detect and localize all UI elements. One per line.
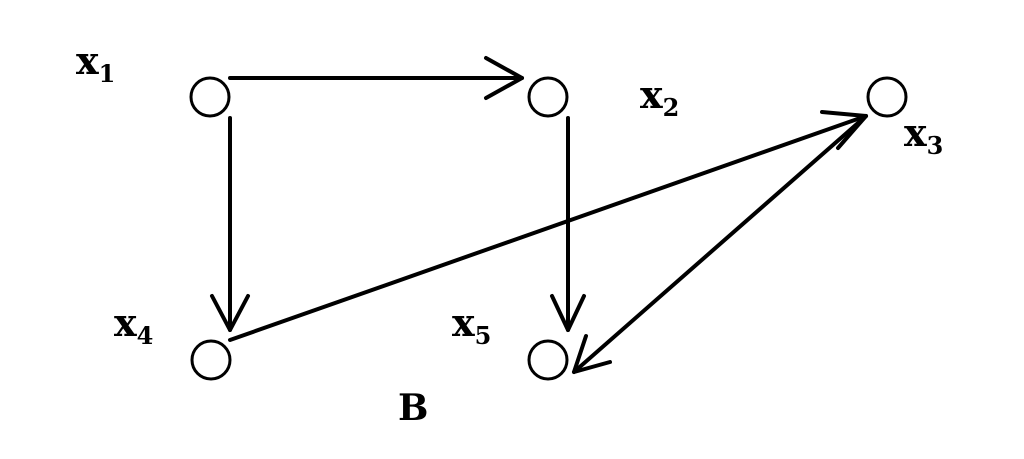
label-x1: x1	[76, 38, 115, 88]
label-x2: x2	[640, 72, 679, 122]
label-x3: x3	[904, 110, 943, 160]
node-x4	[190, 339, 232, 381]
edge-x3-x5	[572, 114, 868, 374]
edge-x1-x4	[210, 116, 250, 332]
label-x5: x5	[452, 300, 491, 350]
edge-x1-x2	[228, 56, 524, 100]
nodes	[189, 76, 908, 381]
node-x5	[527, 339, 569, 381]
edge-x2-x5	[550, 116, 586, 332]
label-x4: x4	[114, 300, 153, 350]
node-labels: x1 x2 x3 x4 x5	[76, 38, 943, 350]
edge-x4-x3	[228, 110, 868, 342]
edges	[210, 56, 868, 374]
node-x2	[527, 76, 569, 118]
node-x1	[189, 76, 231, 118]
diagram-caption: B	[398, 387, 428, 429]
node-x3	[866, 76, 908, 118]
